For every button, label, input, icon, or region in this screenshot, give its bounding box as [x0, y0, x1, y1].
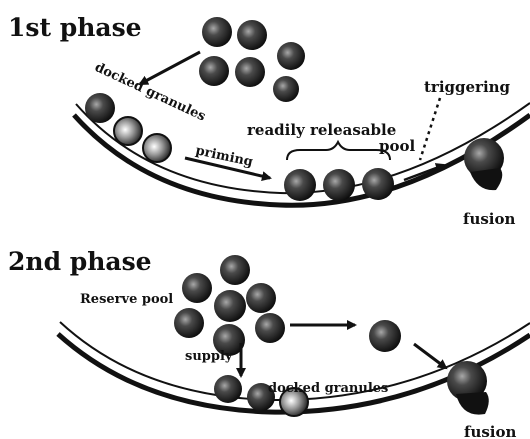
readily-releasable-granules [284, 168, 394, 201]
phase2-title: 2nd phase [8, 247, 152, 276]
readily-releasable-label: readily releasable [247, 121, 396, 139]
triggering-dotted-arrow [420, 98, 440, 160]
granule [235, 57, 265, 87]
granule [114, 117, 142, 145]
triggering-label: triggering [424, 78, 511, 96]
granule [143, 134, 171, 162]
pool-bracket [287, 142, 390, 160]
granule [214, 375, 242, 403]
granule [362, 168, 394, 200]
phase1-fusion-granule [464, 138, 504, 190]
phase1-docking-arrow [140, 52, 200, 84]
phase2-fusion-label: fusion [464, 423, 517, 439]
pool-label: pool [379, 137, 415, 155]
granule [284, 169, 316, 201]
phase2-release-arrow [414, 344, 446, 368]
phase2-fusion-granule [447, 361, 489, 415]
phase2-panel: 2nd phase Reserve pool fusion supply [8, 247, 530, 439]
phase1-title: 1st phase [8, 13, 142, 42]
granule [273, 76, 299, 102]
granule [174, 308, 204, 338]
granule [214, 290, 246, 322]
phase1-panel: 1st phase docked granules priming [8, 13, 530, 228]
phase2-docked-granules-label: docked granules [268, 381, 388, 396]
granule [182, 273, 212, 303]
granule [85, 93, 115, 123]
granule [237, 20, 267, 50]
phase2-reserve-granules [174, 255, 285, 356]
granule [277, 42, 305, 70]
granule [202, 17, 232, 47]
fusion-pore [456, 392, 489, 415]
granule [199, 56, 229, 86]
granule [246, 283, 276, 313]
reserve-pool-label: Reserve pool [80, 292, 173, 307]
granule [255, 313, 285, 343]
supply-label: supply [185, 349, 233, 364]
phase1-fusion-label: fusion [463, 210, 516, 228]
phase1-reserve-granules [199, 17, 305, 102]
free-granule [369, 320, 401, 352]
granule [323, 169, 355, 201]
granule [220, 255, 250, 285]
